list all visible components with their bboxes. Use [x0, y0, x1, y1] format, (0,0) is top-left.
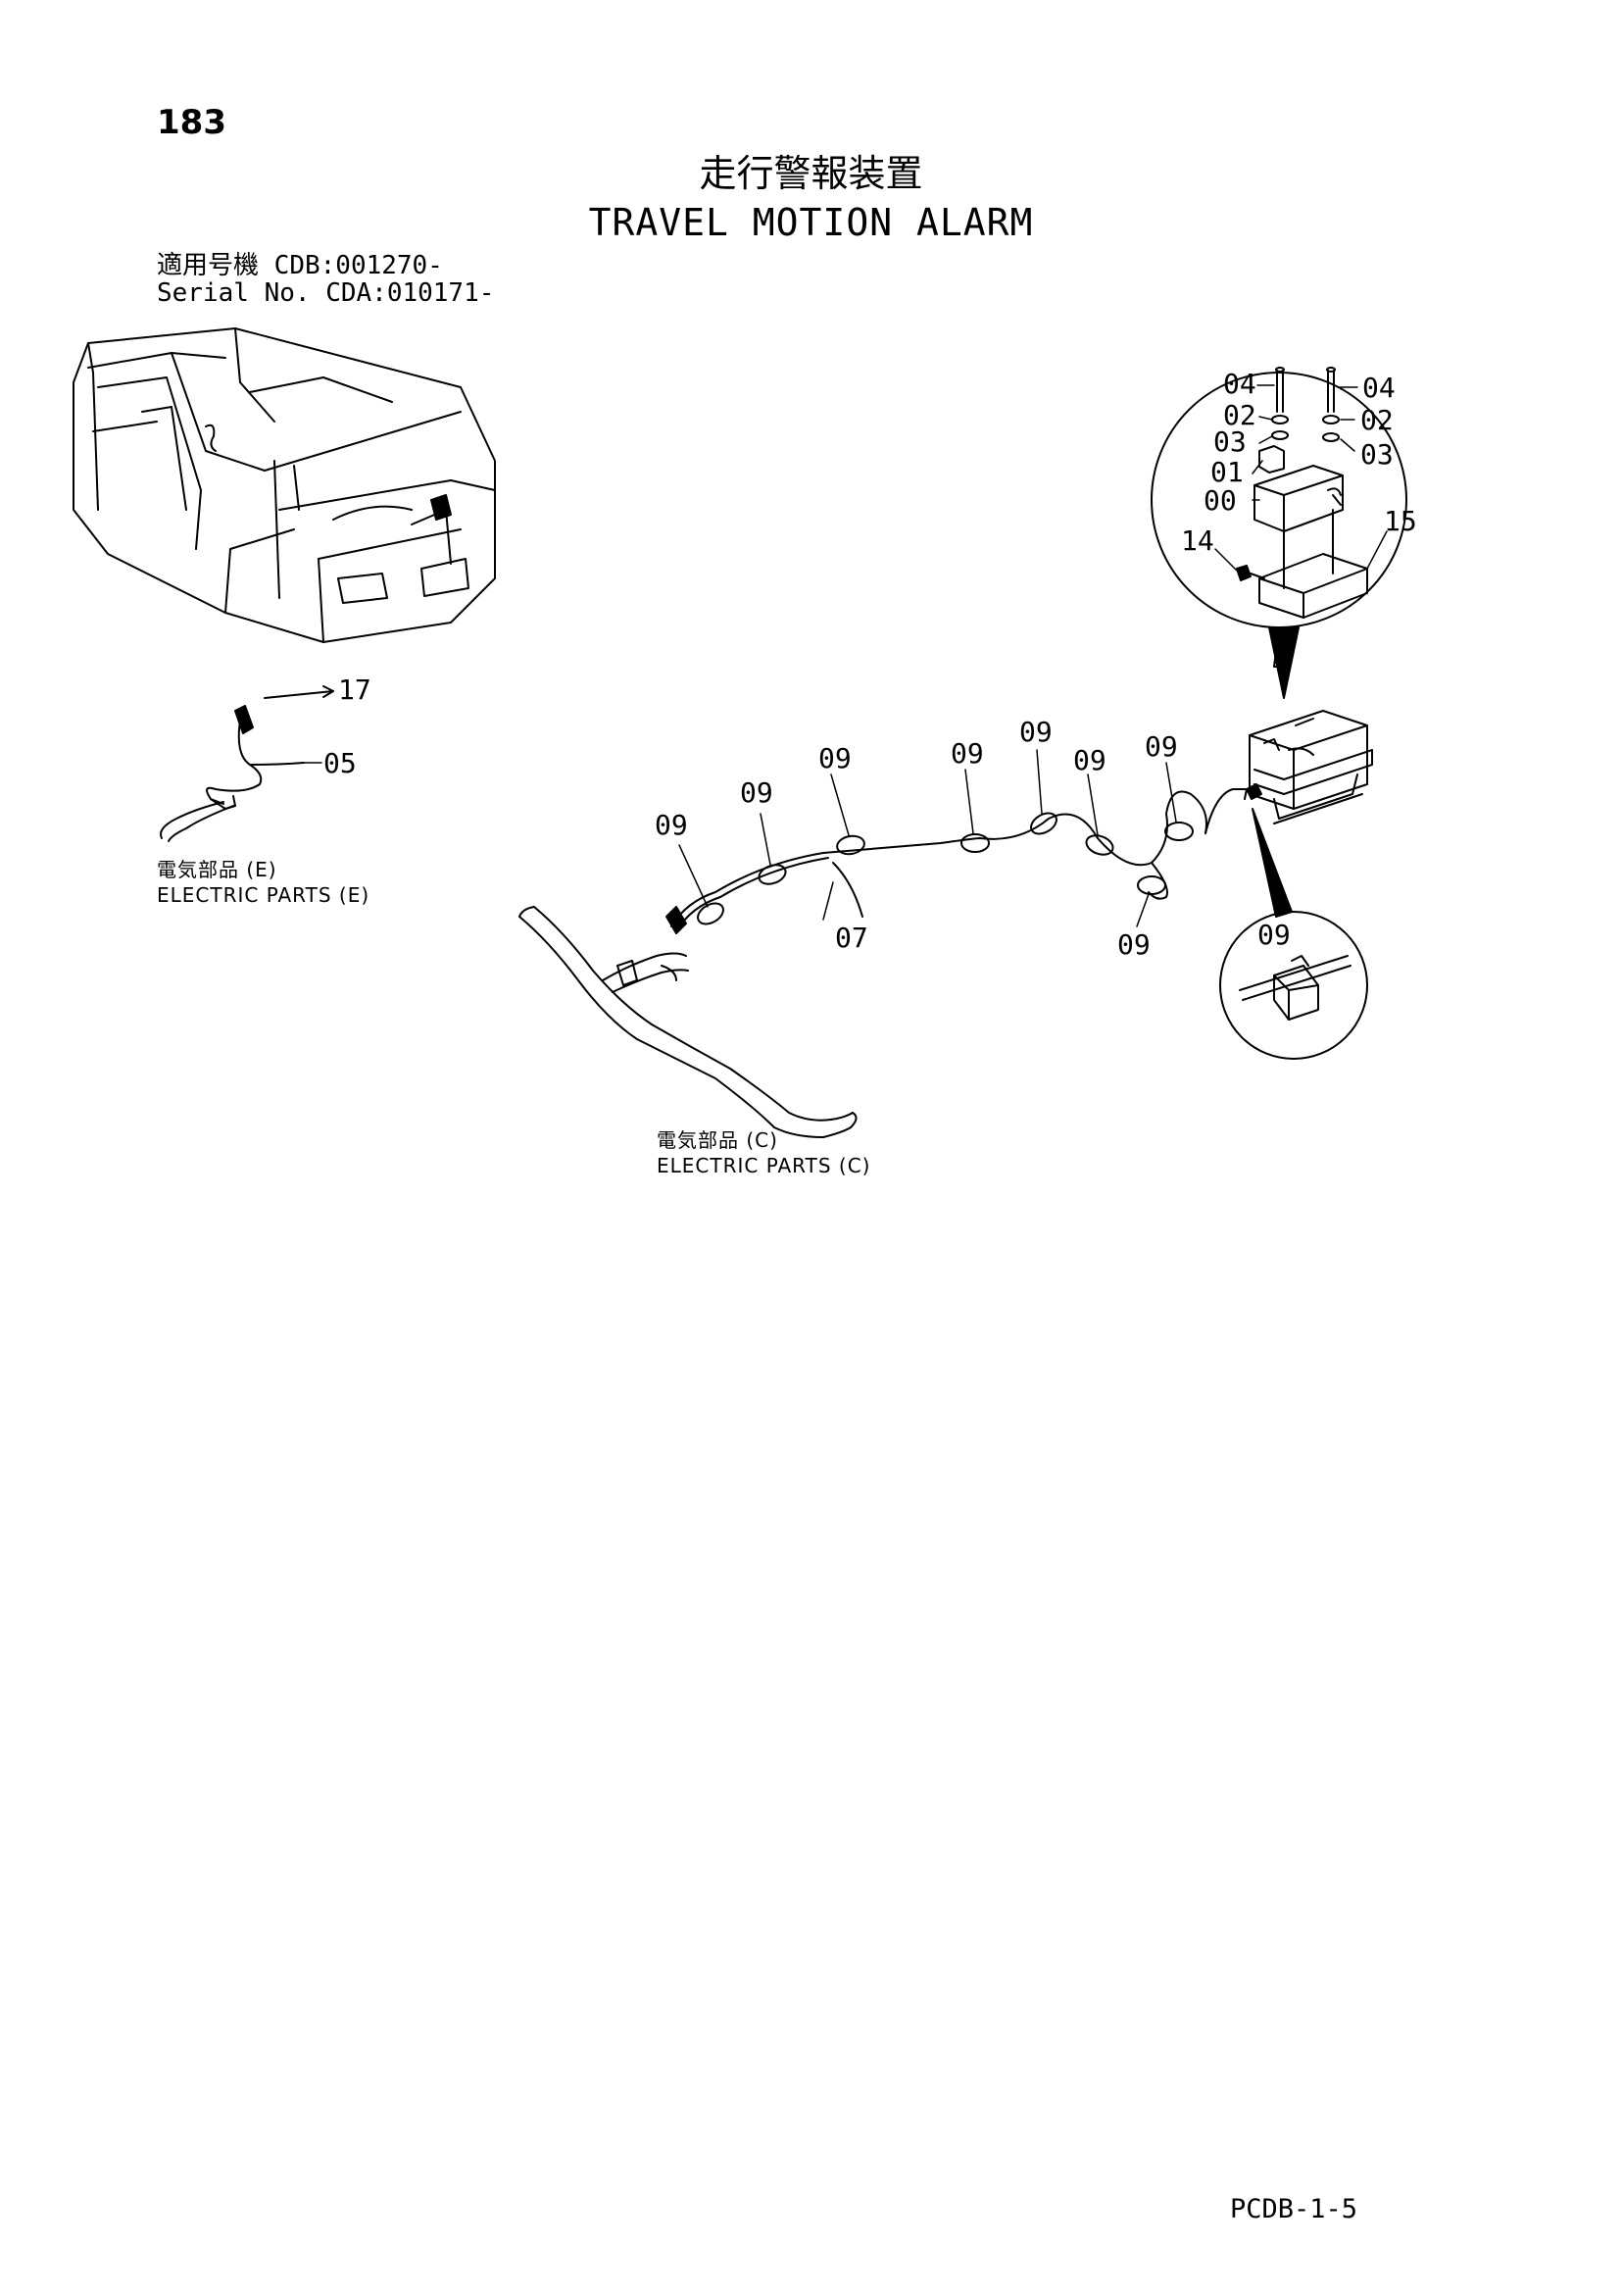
callout-09-e: 09 — [1019, 716, 1053, 748]
alarm-assembly-drawing — [1244, 710, 1373, 824]
callout-02-left: 02 — [1223, 399, 1256, 431]
footer-code: PCDB-1-5 — [1230, 2194, 1358, 2224]
callout-05: 05 — [323, 747, 357, 779]
applicability-line-2: Serial No. CDA:010171- — [157, 280, 494, 306]
callout-17: 17 — [338, 674, 371, 706]
applicability-label-jp: 適用号機 — [157, 251, 260, 280]
callout-03-right: 03 — [1360, 438, 1394, 471]
page-number: 183 — [157, 103, 226, 142]
clamp-detail-circle — [1219, 808, 1368, 1060]
applicability-line-1: 適用号機 CDB:001270- — [157, 253, 443, 278]
callout-09-h: 09 — [1117, 928, 1151, 961]
callout-03-left: 03 — [1213, 425, 1247, 458]
alarm-detail-circle — [1151, 367, 1407, 699]
callout-15: 15 — [1384, 505, 1417, 537]
frame-harness-drawing — [518, 906, 858, 1138]
callout-09-d: 09 — [951, 737, 984, 770]
reference-electric-parts-e: ELECTRIC PARTS (E) — [157, 883, 370, 907]
callout-09-a: 09 — [655, 809, 688, 841]
page-title-english: TRAVEL MOTION ALARM — [588, 201, 1034, 244]
applicability-value-cdb: CDB:001270- — [273, 251, 443, 280]
callout-09-b: 09 — [740, 776, 773, 809]
callout-07: 07 — [835, 922, 868, 954]
callout-04-right: 04 — [1362, 372, 1396, 404]
callout-09-detail: 09 — [1257, 919, 1291, 951]
callout-09-f: 09 — [1073, 744, 1106, 776]
leader-lines — [303, 384, 1388, 927]
reference-electric-parts-e-jp: 電気部品 (E) — [157, 858, 277, 881]
excavator-overview-drawing — [73, 327, 496, 643]
serial-label: Serial No. — [157, 278, 311, 308]
page-title-japanese: 走行警報装置 — [699, 152, 923, 195]
callout-00: 00 — [1204, 484, 1237, 517]
harness-05-drawing — [160, 685, 334, 842]
serial-value-cda: CDA:010171- — [325, 278, 495, 308]
callout-02-right: 02 — [1360, 404, 1394, 436]
reference-electric-parts-c: ELECTRIC PARTS (C) — [657, 1154, 871, 1177]
callout-01: 01 — [1210, 456, 1244, 488]
callout-09-c: 09 — [818, 742, 852, 774]
callout-04-left: 04 — [1223, 368, 1256, 400]
callout-09-g: 09 — [1145, 730, 1178, 763]
callout-14: 14 — [1181, 524, 1214, 557]
harness-07-drawing — [665, 783, 1262, 934]
reference-electric-parts-c-jp: 電気部品 (C) — [657, 1128, 778, 1152]
